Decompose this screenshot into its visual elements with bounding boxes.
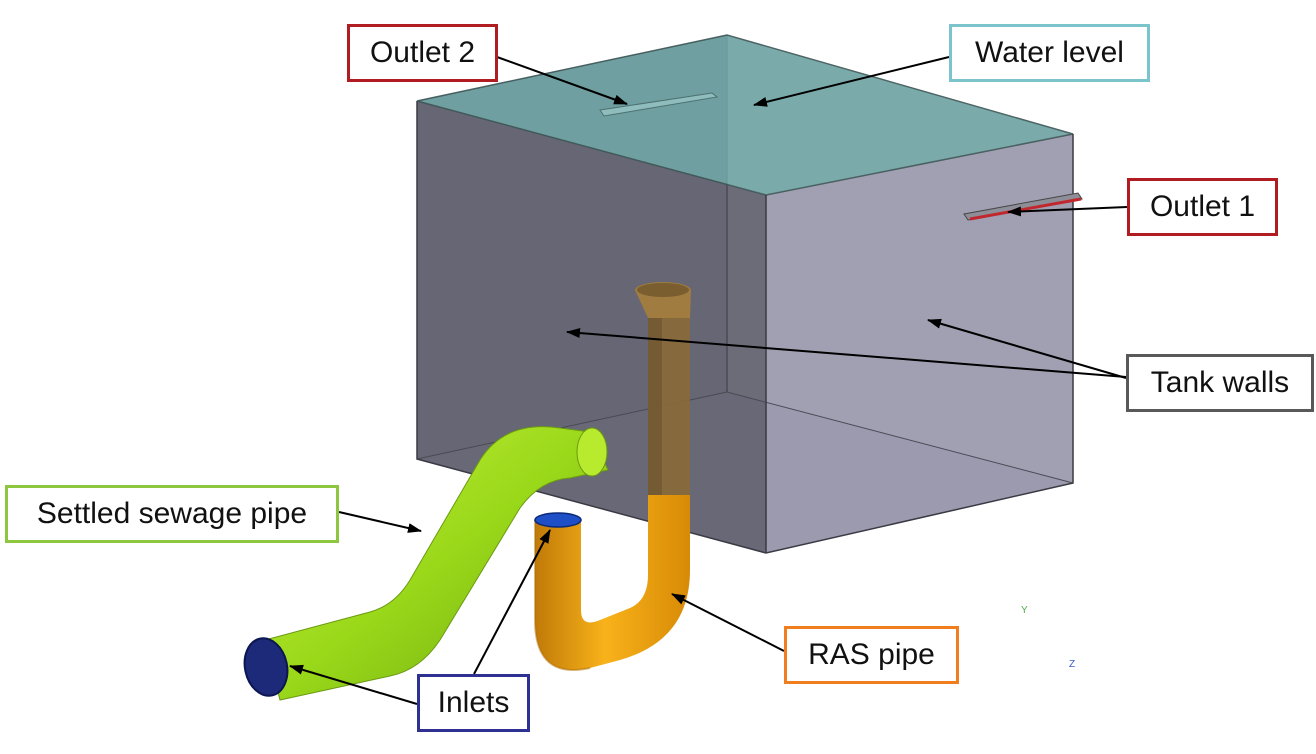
arrow-outlet2 (496, 56, 628, 105)
settled-sewage-pipe-label-text: Settled sewage pipe (36, 497, 308, 530)
outlet-2-label: Outlet 2 (347, 24, 498, 82)
inlets-label: Inlets (417, 674, 530, 732)
settled-sewage-pipe-label: Settled sewage pipe (5, 485, 339, 543)
arrow-settled-pipe (338, 511, 422, 533)
outlet-1-label: Outlet 1 (1127, 178, 1278, 236)
arrow-tank-wall-left (566, 328, 1127, 378)
settled-sewage-pipe (243, 426, 609, 701)
tank-walls-label: Tank walls (1126, 354, 1314, 412)
water-level-label: Water level (949, 24, 1150, 82)
axis-z-glyph: Z (1069, 659, 1075, 670)
axis-y-glyph: Y (1021, 605, 1028, 616)
ras-pipe-label: RAS pipe (784, 626, 959, 684)
inlets-label-text: Inlets (437, 686, 510, 719)
water-level-label-text: Water level (975, 36, 1124, 69)
arrow-outlet1 (1007, 206, 1128, 217)
settled-inlet-cap (243, 637, 289, 697)
arrow-inlet-settled (289, 664, 418, 705)
outlet-2-weir (599, 92, 719, 117)
arrow-water-level (753, 56, 950, 107)
outlet-2-label-text: Outlet 2 (369, 36, 476, 69)
tank-walls-label-text: Tank walls (1150, 366, 1290, 399)
outlet-1-label-text: Outlet 1 (1149, 190, 1256, 223)
ras-pipe-label-text: RAS pipe (808, 638, 935, 671)
tank-wall-right (766, 134, 1073, 553)
ras-pipe (534, 282, 691, 671)
leader-arrows (289, 56, 1128, 705)
ras-inlet-cap (534, 512, 582, 528)
arrow-inlet-ras (473, 529, 551, 675)
arrow-ras-pipe (671, 593, 785, 652)
arrow-tank-wall-right (927, 318, 1127, 379)
